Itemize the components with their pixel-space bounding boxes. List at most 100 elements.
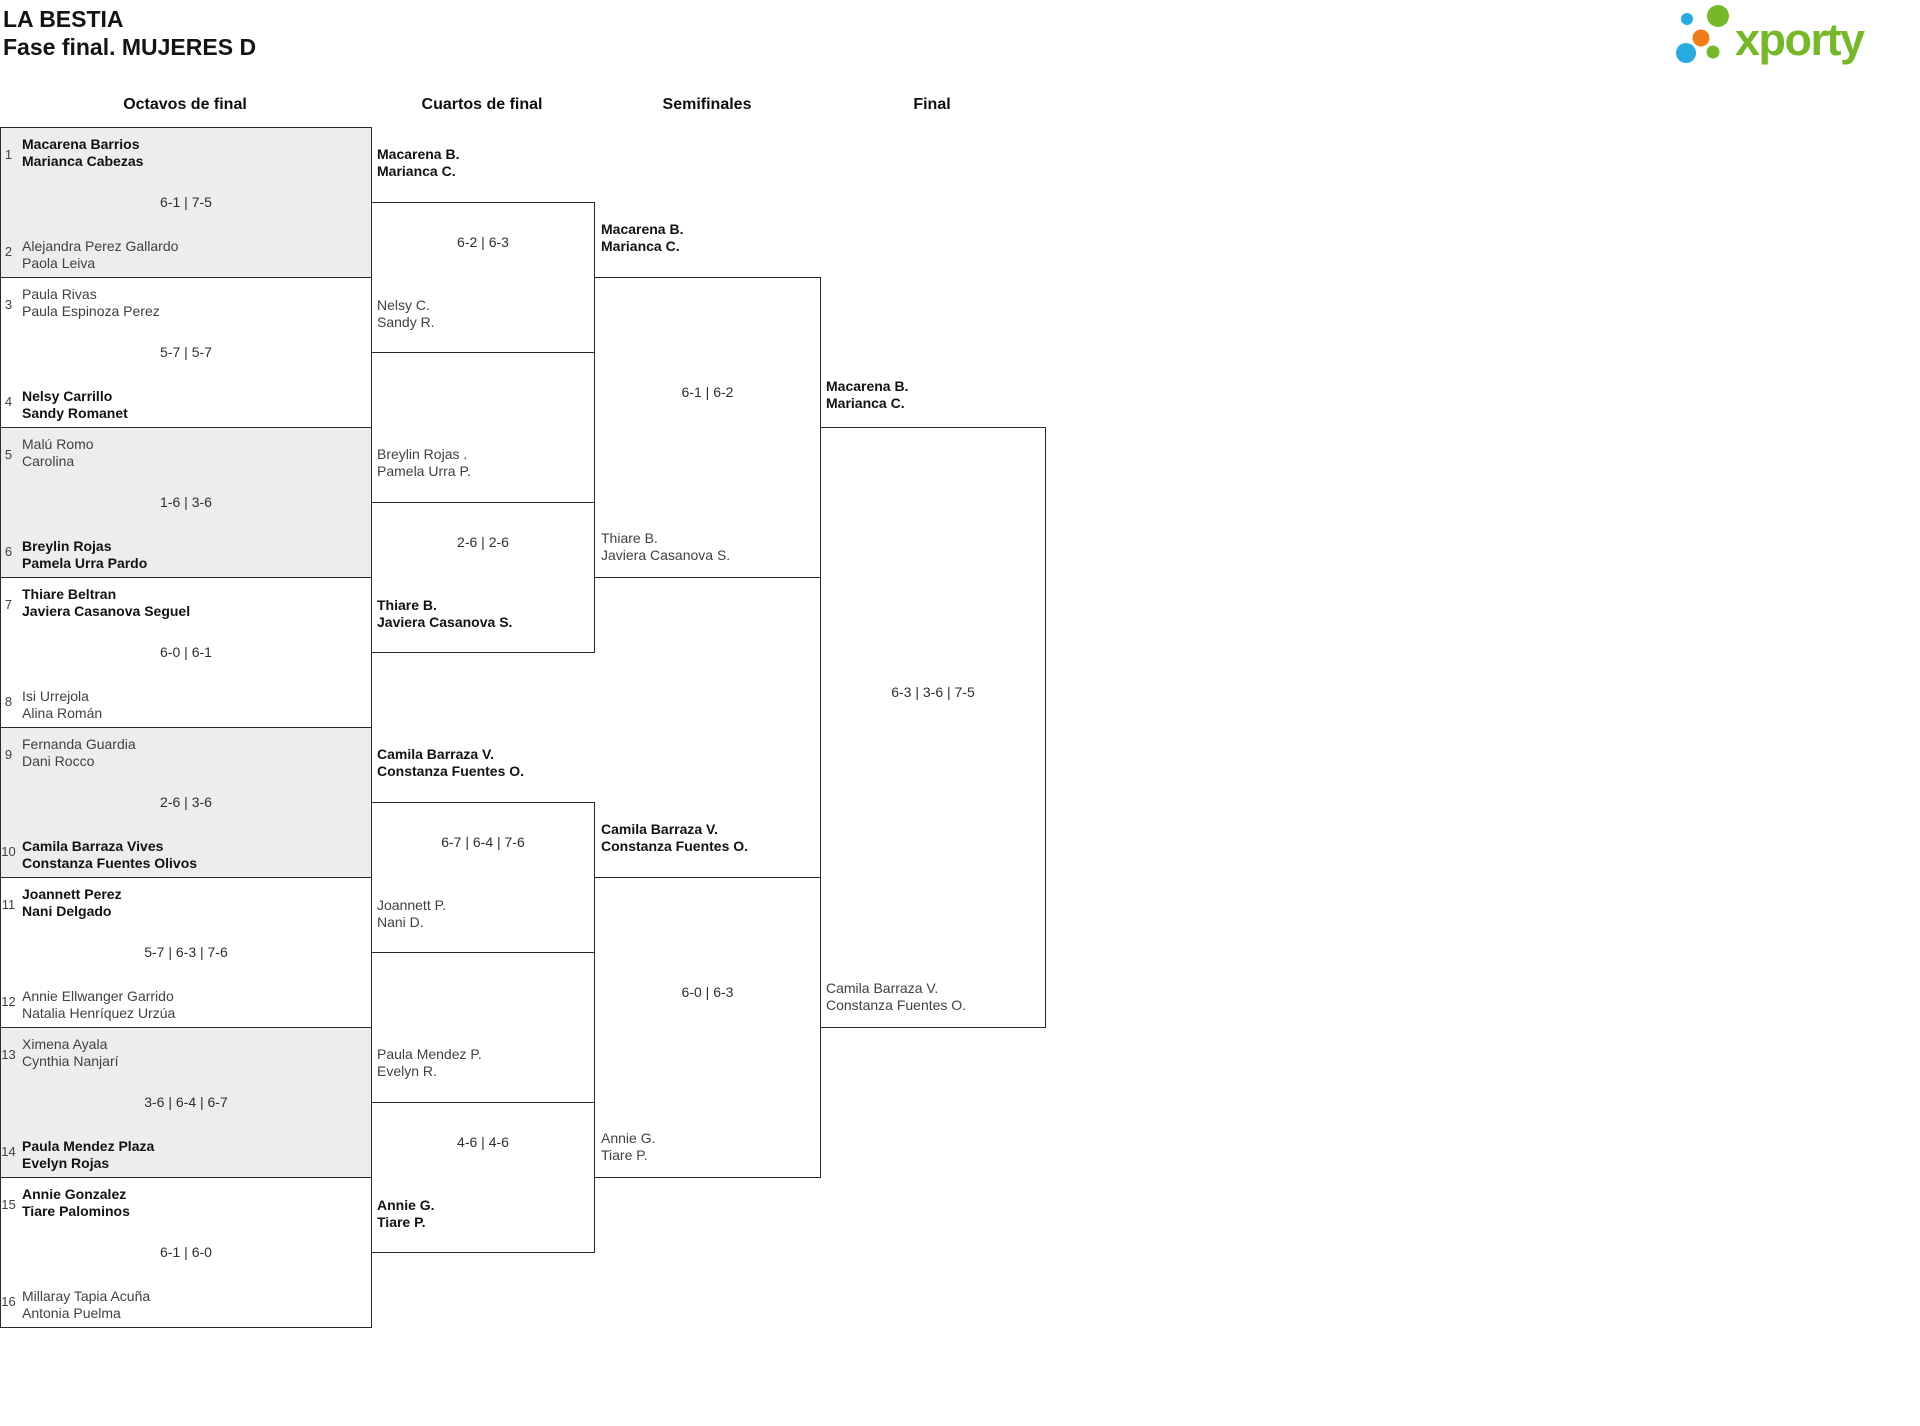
final-match-box bbox=[820, 427, 1046, 1028]
player-name: Constanza Fuentes O. bbox=[826, 997, 967, 1013]
seed-number: 14 bbox=[1, 1144, 16, 1159]
player-name: Macarena B. bbox=[601, 221, 684, 237]
qf-match-1-box bbox=[371, 202, 595, 353]
player-name: Joannett P. bbox=[377, 897, 447, 913]
team-entry: Breylin Rojas . Pamela Urra P. bbox=[377, 446, 471, 480]
team-entry: Macarena B. Marianca C. bbox=[377, 146, 459, 180]
player-name: Camila Barraza V. bbox=[826, 980, 939, 996]
player-name: Tiare Palominos bbox=[22, 1203, 130, 1219]
team-entry: Thiare Beltran Javiera Casanova Seguel bbox=[22, 586, 190, 620]
player-name: Javiera Casanova S. bbox=[601, 547, 731, 563]
team-entry: Macarena Barrios Marianca Cabezas bbox=[22, 136, 143, 170]
team-entry: Alejandra Perez Gallardo Paola Leiva bbox=[22, 238, 178, 272]
team-entry: Annie G. Tiare P. bbox=[377, 1197, 435, 1231]
player-name: Fernanda Guardia bbox=[22, 736, 136, 752]
player-name: Paula Mendez P. bbox=[377, 1046, 482, 1062]
player-name: Thiare Beltran bbox=[22, 586, 117, 602]
player-name: Antonia Puelma bbox=[22, 1305, 121, 1321]
player-name: Macarena B. bbox=[826, 378, 909, 394]
player-name: Constanza Fuentes O. bbox=[377, 763, 525, 779]
match-score: 6-2 | 6-3 bbox=[457, 234, 509, 250]
match-score: 4-6 | 4-6 bbox=[457, 1134, 509, 1150]
seed-number: 12 bbox=[1, 994, 16, 1009]
player-name: Breylin Rojas bbox=[22, 538, 112, 554]
player-name: Paula Rivas bbox=[22, 286, 97, 302]
player-name: Alina Román bbox=[22, 705, 103, 721]
team-entry: Millaray Tapia Acuña Antonia Puelma bbox=[22, 1288, 150, 1322]
team-entry: Camila Barraza V. Constanza Fuentes O. bbox=[377, 746, 524, 780]
seed-number: 9 bbox=[4, 747, 13, 762]
match-score: 6-1 | 7-5 bbox=[160, 194, 212, 210]
player-name: Paula Mendez Plaza bbox=[22, 1138, 155, 1154]
match-score: 6-0 | 6-1 bbox=[160, 644, 212, 660]
player-name: Macarena Barrios bbox=[22, 136, 140, 152]
player-name: Nani D. bbox=[377, 914, 424, 930]
team-entry: Annie Gonzalez Tiare Palominos bbox=[22, 1186, 130, 1220]
bracket-subtitle: Fase final. MUJERES D bbox=[3, 34, 257, 60]
r16-match-3-box bbox=[0, 427, 372, 578]
team-entry: Ximena Ayala Cynthia Nanjarí bbox=[22, 1036, 119, 1070]
player-name: Thiare B. bbox=[377, 597, 437, 613]
match-score: 6-7 | 6-4 | 7-6 bbox=[441, 834, 525, 850]
match-score: 6-1 | 6-2 bbox=[681, 384, 734, 400]
seed-number: 5 bbox=[4, 447, 13, 462]
player-name: Marianca C. bbox=[826, 395, 905, 411]
player-name: Pamela Urra Pardo bbox=[22, 555, 148, 571]
qf-match-3-box bbox=[371, 802, 595, 953]
player-name: Sandy Romanet bbox=[22, 405, 128, 421]
seed-number: 4 bbox=[4, 394, 13, 409]
player-name: Breylin Rojas . bbox=[377, 446, 468, 462]
player-name: Natalia Henríquez Urzúa bbox=[22, 1005, 176, 1021]
player-name: Annie Ellwanger Garrido bbox=[22, 988, 174, 1004]
xporty-logo-text: xporty bbox=[1735, 14, 1865, 65]
qf-match-2-box bbox=[371, 502, 595, 653]
player-name: Marianca C. bbox=[377, 163, 456, 179]
player-name: Pamela Urra P. bbox=[377, 463, 471, 479]
team-entry: Breylin Rojas Pamela Urra Pardo bbox=[22, 538, 147, 572]
seed-number: 2 bbox=[4, 244, 13, 259]
player-name: Paula Espinoza Perez bbox=[22, 303, 160, 319]
qf-match-4-box bbox=[371, 1102, 595, 1253]
player-name: Marianca C. bbox=[601, 238, 680, 254]
seed-number: 15 bbox=[1, 1197, 16, 1212]
player-name: Annie G. bbox=[601, 1130, 656, 1146]
team-entry: Paula Mendez P. Evelyn R. bbox=[377, 1046, 482, 1080]
player-name: Javiera Casanova S. bbox=[377, 614, 513, 630]
team-entry: Camila Barraza V. Constanza Fuentes O. bbox=[601, 821, 748, 855]
team-entry: Paula Rivas Paula Espinoza Perez bbox=[22, 286, 160, 320]
tournament-title-block: LA BESTIA Fase final. MUJERES D bbox=[3, 5, 256, 61]
player-name: Nani Delgado bbox=[22, 903, 112, 919]
match-score: 3-6 | 6-4 | 6-7 bbox=[144, 1094, 228, 1110]
match-score: 2-6 | 3-6 bbox=[160, 794, 212, 810]
player-name: Millaray Tapia Acuña bbox=[22, 1288, 151, 1304]
player-name: Isi Urrejola bbox=[22, 688, 89, 704]
team-entry: Macarena B. Marianca C. bbox=[601, 221, 683, 255]
team-entry: Joannett P. Nani D. bbox=[377, 897, 446, 931]
xporty-logo[interactable]: xporty bbox=[1668, 0, 1900, 72]
team-entry: Paula Mendez Plaza Evelyn Rojas bbox=[22, 1138, 154, 1172]
player-name: Annie G. bbox=[377, 1197, 435, 1213]
seed-number: 16 bbox=[1, 1294, 16, 1309]
team-entry: Nelsy Carrillo Sandy Romanet bbox=[22, 388, 128, 422]
match-score: 2-6 | 2-6 bbox=[457, 534, 509, 550]
player-name: Tiare P. bbox=[377, 1214, 426, 1230]
team-entry: Thiare B. Javiera Casanova S. bbox=[601, 530, 730, 564]
r16-match-8-box bbox=[0, 1177, 372, 1328]
player-name: Evelyn R. bbox=[377, 1063, 437, 1079]
player-name: Carolina bbox=[22, 453, 75, 469]
player-name: Evelyn Rojas bbox=[22, 1155, 110, 1171]
seed-number: 10 bbox=[1, 844, 16, 859]
player-name: Annie Gonzalez bbox=[22, 1186, 127, 1202]
player-name: Ximena Ayala bbox=[22, 1036, 108, 1052]
match-score: 6-0 | 6-3 bbox=[681, 984, 734, 1000]
r16-match-7-box bbox=[0, 1027, 372, 1178]
round-header-semifinales: Semifinales bbox=[662, 96, 752, 113]
match-score: 6-3 | 3-6 | 7-5 bbox=[891, 684, 975, 700]
sf-match-1-box bbox=[594, 277, 821, 578]
team-entry: Camila Barraza Vives Constanza Fuentes O… bbox=[22, 838, 197, 872]
round-header-octavos: Octavos de final bbox=[123, 96, 247, 113]
sf-match-2-box bbox=[594, 877, 821, 1178]
player-name: Thiare B. bbox=[601, 530, 658, 546]
seed-number: 1 bbox=[4, 147, 13, 162]
